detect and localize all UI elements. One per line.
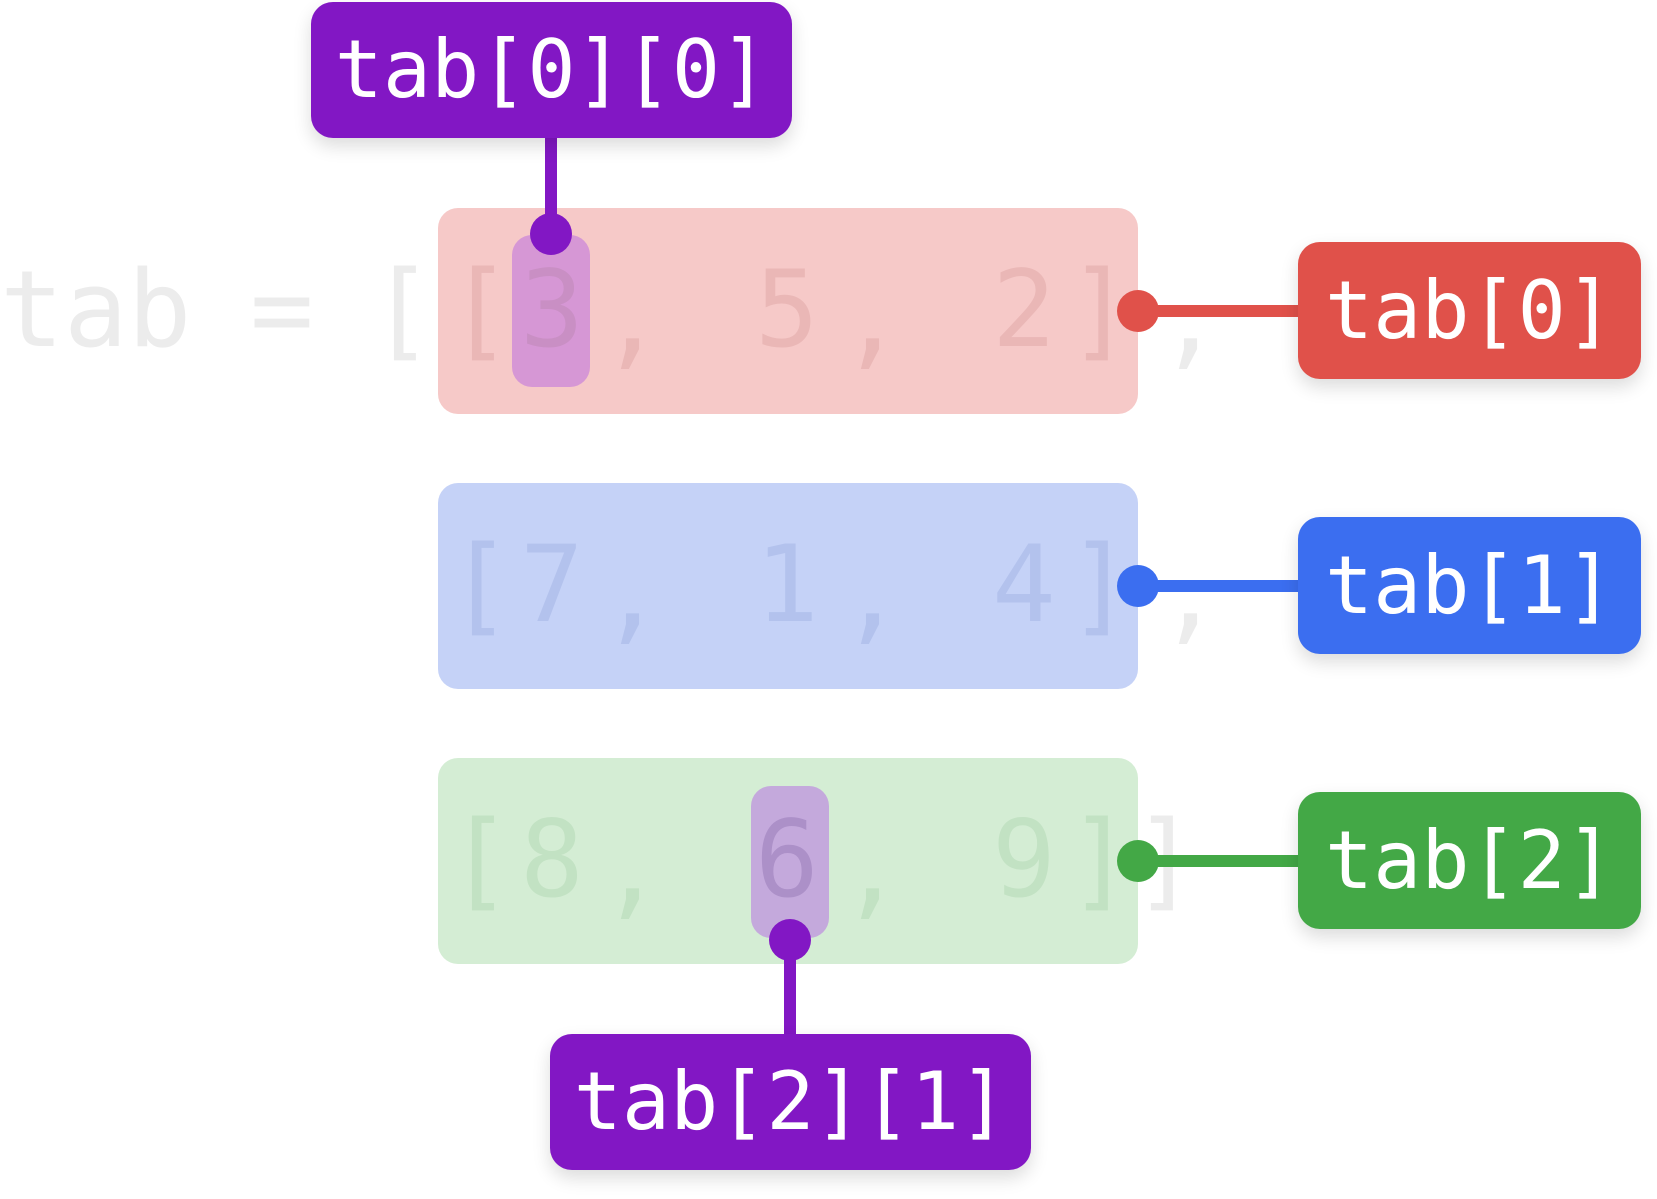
row-1-value-0: 7 bbox=[520, 523, 584, 646]
cell-0-0-highlight bbox=[512, 235, 590, 387]
row-1-trailing-comma: , bbox=[1158, 531, 1222, 654]
row-1-value-2: 4 bbox=[992, 523, 1056, 646]
row-2-value-0: 8 bbox=[520, 798, 584, 921]
row-2-dot bbox=[1117, 840, 1159, 882]
row-2-connector bbox=[1138, 855, 1298, 867]
cell-2-1-dot bbox=[769, 919, 811, 961]
row-0-comma-1: , bbox=[600, 256, 664, 379]
row-1-dot bbox=[1117, 565, 1159, 607]
row-1-comma-1: , bbox=[600, 531, 664, 654]
cell-0-0-connector bbox=[545, 136, 557, 236]
row-0-comma-2: , bbox=[840, 256, 904, 379]
label-tab-2-1: tab[2][1] bbox=[550, 1034, 1031, 1170]
row-2-open-bracket: [ bbox=[448, 798, 512, 921]
label-tab-1: tab[1] bbox=[1298, 517, 1641, 654]
row-0-trailing-comma: , bbox=[1158, 256, 1222, 379]
label-tab-0: tab[0] bbox=[1298, 242, 1641, 379]
label-tab-2: tab[2] bbox=[1298, 792, 1641, 929]
cell-2-1-highlight bbox=[751, 786, 829, 938]
row-0-open-bracket: [ bbox=[448, 248, 512, 371]
row-2-comma-2: , bbox=[840, 806, 904, 929]
row-1-connector bbox=[1138, 580, 1298, 592]
row-1-band bbox=[438, 483, 1138, 689]
row-1-value-1: 1 bbox=[755, 523, 819, 646]
variable-name: tab bbox=[0, 248, 192, 371]
equals-sign: = bbox=[250, 248, 314, 371]
outer-open-bracket: [ bbox=[370, 248, 434, 371]
label-tab-0-0: tab[0][0] bbox=[311, 2, 792, 138]
row-1-comma-2: , bbox=[840, 531, 904, 654]
row-2-comma-1: , bbox=[600, 806, 664, 929]
row-0-dot bbox=[1117, 290, 1159, 332]
cell-0-0-dot bbox=[530, 213, 572, 255]
row-0-value-0: 3 bbox=[520, 248, 584, 371]
row-0-value-1: 5 bbox=[755, 248, 819, 371]
cell-2-1-connector bbox=[784, 940, 796, 1040]
row-0-value-2: 2 bbox=[992, 248, 1056, 371]
row-1-open-bracket: [ bbox=[448, 523, 512, 646]
row-2-value-1: 6 bbox=[755, 798, 819, 921]
row-0-connector bbox=[1138, 305, 1298, 317]
row-2-value-2: 9 bbox=[992, 798, 1056, 921]
